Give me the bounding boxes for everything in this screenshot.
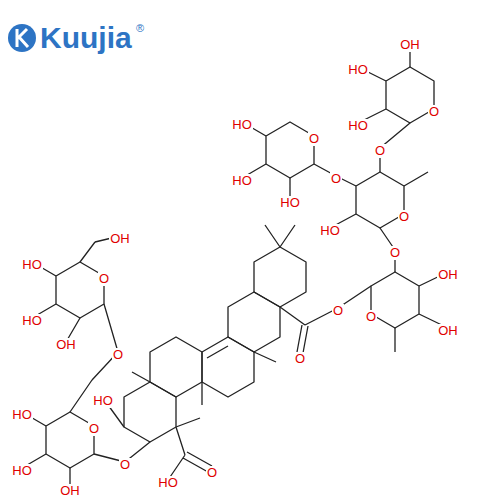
- watermark-logo: [8, 24, 36, 52]
- atom-label: HO: [319, 224, 341, 238]
- label-holder: OH: [59, 481, 81, 499]
- atom-label: HO: [279, 196, 301, 210]
- label-holder: O: [365, 307, 377, 325]
- label-holder: ®: [136, 18, 144, 36]
- label-holder: OH: [55, 335, 77, 353]
- atom-label: O: [119, 458, 131, 472]
- atom-label: O: [330, 172, 342, 186]
- atom-label: HO: [347, 119, 369, 133]
- atom-label: O: [398, 210, 410, 224]
- label-holder: HO: [157, 473, 179, 491]
- label-holder: O: [332, 301, 344, 319]
- label-holder: O: [389, 243, 401, 261]
- label-holder: HO: [231, 171, 253, 189]
- atom-label: O: [98, 272, 110, 286]
- label-holder: HO: [11, 405, 33, 423]
- atom-label: O: [88, 422, 100, 436]
- watermark-text: Kuujia: [40, 22, 132, 54]
- atom-label: O: [365, 310, 377, 324]
- atom-label: OH: [59, 484, 81, 498]
- label-holder: O: [206, 463, 218, 481]
- watermark-text: ®: [136, 22, 144, 34]
- label-holder: OH: [437, 321, 459, 339]
- atom-label: OH: [437, 324, 459, 338]
- label-holder: HO: [279, 193, 301, 211]
- atom-label: HO: [92, 394, 114, 408]
- label-holder: HO: [11, 461, 33, 479]
- label-holder: O: [308, 129, 320, 147]
- label-holder: Kuujia: [40, 22, 132, 54]
- atom-label: HO: [21, 258, 43, 272]
- label-holder: O: [398, 207, 410, 225]
- bonds: [22, 42, 448, 488]
- atom-label: HO: [21, 314, 43, 328]
- label-holder: OH: [399, 35, 421, 53]
- atom-label: OH: [399, 38, 421, 52]
- atom-label: HO: [231, 174, 253, 188]
- label-holder: O: [428, 102, 440, 120]
- label-holder: OH: [109, 229, 131, 247]
- atom-label: O: [428, 105, 440, 119]
- atom-label: O: [374, 144, 386, 158]
- atom-label: O: [294, 352, 306, 366]
- label-holder: HO: [231, 115, 253, 133]
- atom-label: OH: [55, 338, 77, 352]
- atom-label: HO: [11, 408, 33, 422]
- atom-label: O: [206, 466, 218, 480]
- label-holder: O: [98, 269, 110, 287]
- atom-label: HO: [157, 476, 179, 490]
- atom-label: OH: [437, 268, 459, 282]
- label-holder: HO: [92, 391, 114, 409]
- atom-label: O: [389, 246, 401, 260]
- atom-label: O: [112, 348, 124, 362]
- atom-label: HO: [231, 118, 253, 132]
- label-holder: O: [330, 169, 342, 187]
- label-holder: HO: [347, 116, 369, 134]
- label-holder: HO: [347, 60, 369, 78]
- label-holder: HO: [21, 311, 43, 329]
- label-holder: O: [112, 345, 124, 363]
- atom-label: HO: [347, 63, 369, 77]
- label-holder: OH: [437, 265, 459, 283]
- atom-label: O: [332, 304, 344, 318]
- label-holder: HO: [21, 255, 43, 273]
- label-holder: O: [119, 455, 131, 473]
- atom-label: O: [308, 132, 320, 146]
- label-holder: O: [294, 349, 306, 367]
- label-holder: O: [374, 141, 386, 159]
- atom-label: OH: [109, 232, 131, 246]
- atom-label: HO: [11, 464, 33, 478]
- label-holder: HO: [319, 221, 341, 239]
- label-holder: O: [88, 419, 100, 437]
